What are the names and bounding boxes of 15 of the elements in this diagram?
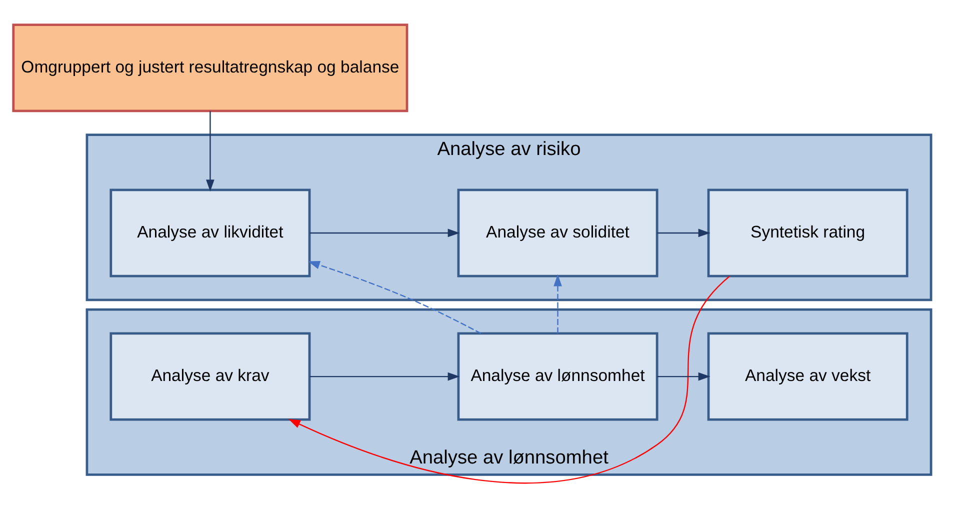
node-box: Analyse av soliditet <box>457 188 658 277</box>
arrow <box>657 372 710 380</box>
arrow <box>554 274 562 333</box>
arrow <box>308 260 482 334</box>
node-box: Analyse av likviditet <box>110 188 311 277</box>
arrow <box>657 228 710 237</box>
node-box: Syntetisk rating <box>707 188 908 277</box>
node-box: Analyse av krav <box>110 332 311 420</box>
node-box: Analyse av vekst <box>707 332 908 420</box>
arrow <box>310 228 460 237</box>
node-box: Analyse av lønnsomhet <box>457 332 658 420</box>
arrow <box>310 372 460 380</box>
arrow <box>206 110 214 192</box>
arrow <box>288 275 730 483</box>
node-box: Omgruppert og justert resultatregnskap og balanse <box>12 23 408 112</box>
